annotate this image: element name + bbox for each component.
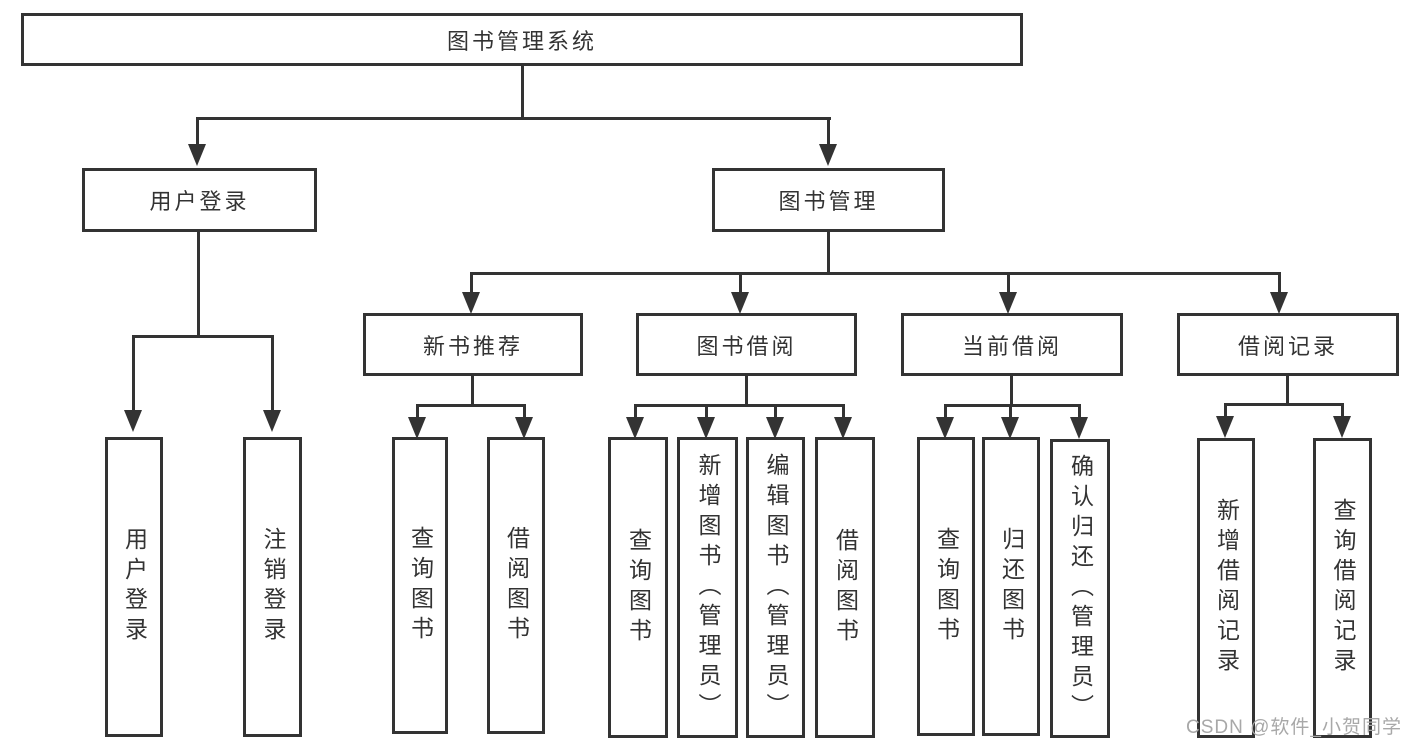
arrow-down-icon	[819, 144, 837, 166]
leaf-confirm-return-admin-label: 确认归还（管理员）	[1067, 453, 1094, 724]
leaf-user-login-label: 用户登录	[121, 527, 148, 647]
leaf-query-books-current: 查询图书	[917, 437, 975, 736]
connector-stem	[774, 404, 777, 419]
leaf-edit-book-admin-label: 编辑图书（管理员）	[763, 452, 789, 723]
leaf-borrow-books-borrow: 借阅图书	[815, 437, 875, 738]
connector-vline	[521, 66, 524, 119]
leaf-borrow-books-recommend: 借阅图书	[487, 437, 545, 734]
arrow-down-icon	[731, 292, 749, 314]
leaf-add-borrow-record-label: 新增借阅记录	[1213, 498, 1240, 678]
leaf-return-books: 归还图书	[982, 437, 1040, 736]
connector-stem	[1009, 404, 1012, 419]
leaf-query-books-recommend-label: 查询图书	[407, 525, 434, 646]
connector-vline	[197, 232, 200, 338]
connector-stem	[739, 272, 742, 294]
leaf-query-books-borrow: 查询图书	[608, 437, 668, 738]
node-borrow-records: 借阅记录	[1177, 313, 1399, 376]
connector-hline	[634, 404, 845, 407]
leaf-query-books-borrow-label: 查询图书	[625, 527, 652, 648]
connector-hline	[1224, 403, 1344, 406]
leaf-query-books-current-label: 查询图书	[933, 526, 960, 647]
node-user-login: 用户登录	[82, 168, 317, 232]
connector-vline	[471, 374, 474, 406]
connector-hline	[132, 335, 274, 338]
node-new-book-recommend: 新书推荐	[363, 313, 583, 376]
node-book-management-label: 图书管理	[778, 189, 879, 214]
connector-vline	[1286, 374, 1289, 405]
connector-hline	[470, 272, 1281, 275]
connector-stem	[634, 404, 637, 419]
connector-hline	[416, 404, 526, 407]
arrow-down-icon	[834, 417, 852, 439]
arrow-down-icon	[936, 417, 954, 439]
node-new-book-recommend-label: 新书推荐	[422, 333, 523, 359]
leaf-confirm-return-admin: 确认归还（管理员）	[1050, 439, 1110, 738]
connector-stem	[1278, 272, 1281, 294]
leaf-borrow-books-borrow-label: 借阅图书	[832, 527, 859, 648]
connector-stem	[523, 404, 526, 419]
connector-stem	[416, 404, 419, 419]
connector-stem	[132, 335, 135, 412]
leaf-edit-book-admin: 编辑图书（管理员）	[746, 437, 805, 738]
arrow-down-icon	[515, 417, 533, 439]
arrow-down-icon	[408, 417, 426, 439]
node-root: 图书管理系统	[21, 13, 1023, 66]
node-book-borrow-label: 图书借阅	[696, 333, 797, 359]
arrow-down-icon	[1001, 417, 1019, 439]
leaf-query-borrow-record: 查询借阅记录	[1313, 438, 1372, 738]
connector-stem	[827, 117, 830, 146]
connector-stem	[705, 404, 708, 419]
connector-stem	[1341, 403, 1344, 418]
leaf-query-borrow-record-label: 查询借阅记录	[1330, 498, 1356, 678]
node-current-borrow-label: 当前借阅	[961, 333, 1062, 359]
leaf-user-login: 用户登录	[105, 437, 163, 737]
node-book-management: 图书管理	[712, 168, 945, 232]
connector-stem	[1224, 403, 1227, 418]
leaf-add-book-admin: 新增图书（管理员）	[677, 437, 738, 738]
arrow-down-icon	[188, 144, 206, 166]
connector-stem	[1078, 404, 1081, 419]
leaf-logout: 注销登录	[243, 437, 302, 737]
connector-stem	[944, 404, 947, 419]
leaf-query-books-recommend: 查询图书	[392, 437, 448, 734]
arrow-down-icon	[626, 417, 644, 439]
arrow-down-icon	[697, 417, 715, 439]
leaf-borrow-books-recommend-label: 借阅图书	[503, 525, 530, 646]
connector-hline	[944, 404, 1081, 407]
leaf-logout-label: 注销登录	[260, 527, 286, 647]
csdn-watermark: CSDN @软件_小贺同学	[1186, 717, 1402, 738]
arrow-down-icon	[124, 410, 142, 432]
arrow-down-icon	[1333, 416, 1351, 438]
node-book-borrow: 图书借阅	[636, 313, 857, 376]
leaf-add-borrow-record: 新增借阅记录	[1197, 438, 1255, 738]
arrow-down-icon	[766, 417, 784, 439]
connector-stem	[1007, 272, 1010, 294]
node-user-login-label: 用户登录	[149, 189, 250, 214]
arrow-down-icon	[1270, 292, 1288, 314]
node-current-borrow: 当前借阅	[901, 313, 1123, 376]
connector-vline	[1010, 374, 1013, 406]
arrow-down-icon	[1070, 417, 1088, 439]
arrow-down-icon	[263, 410, 281, 432]
connector-stem	[271, 335, 274, 412]
connector-stem	[842, 404, 845, 419]
connector-vline	[745, 374, 748, 406]
connector-vline	[827, 232, 830, 275]
leaf-add-book-admin-label: 新增图书（管理员）	[695, 452, 721, 723]
connector-stem	[196, 117, 199, 146]
connector-stem	[470, 272, 473, 294]
arrow-down-icon	[1216, 416, 1234, 438]
leaf-return-books-label: 归还图书	[998, 526, 1025, 647]
node-root-label: 图书管理系统	[446, 28, 597, 54]
connector-hline	[196, 117, 831, 120]
arrow-down-icon	[462, 292, 480, 314]
node-borrow-records-label: 借阅记录	[1237, 333, 1338, 359]
arrow-down-icon	[999, 292, 1017, 314]
